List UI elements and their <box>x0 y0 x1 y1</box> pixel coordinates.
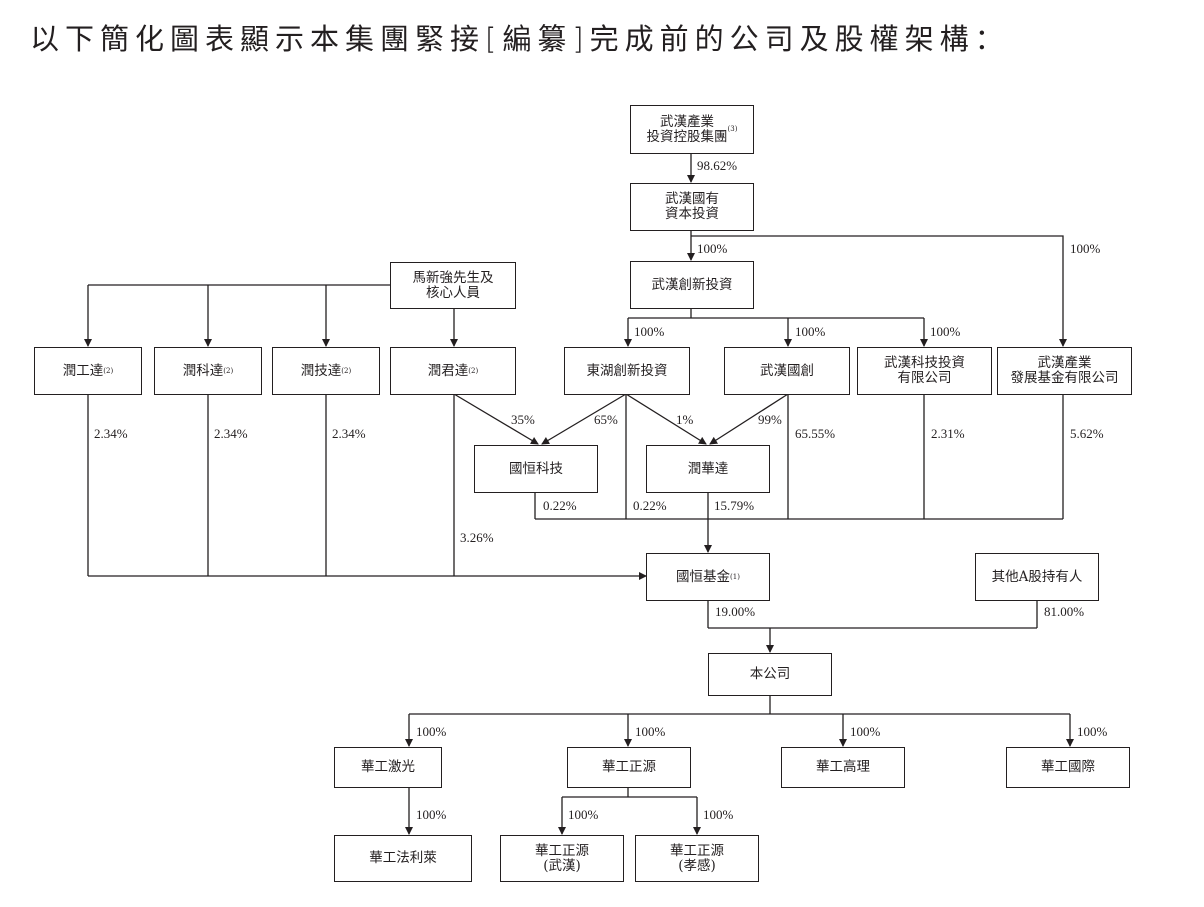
pct-company-zhengyuan: 100% <box>635 724 666 739</box>
edge-donghu-guohengtech <box>541 393 627 445</box>
pct-others-company: 81.00% <box>1044 604 1085 619</box>
pct-zhengyuan-xiaogan: 100% <box>703 807 734 822</box>
entity-label: 武漢國創 <box>760 362 814 379</box>
entity-company: 本公司 <box>708 653 832 696</box>
entity-wuhan-industry-fund: 武漢產業 發展基金有限公司 <box>997 347 1132 395</box>
entity-hg-zy-xiaogan: 華工正源 (孝感) <box>635 835 759 882</box>
pct-state-innovation: 100% <box>697 241 728 256</box>
pct-donghu-fund: 0.22% <box>633 498 667 513</box>
entity-hg-gaoli: 華工高理 <box>781 747 905 788</box>
pct-state-industryfund: 100% <box>1070 241 1101 256</box>
entity-runkeda: 潤科達(2) <box>154 347 262 395</box>
pct-fund-company: 19.00% <box>715 604 756 619</box>
entity-donghu-innovation: 東湖創新投資 <box>564 347 690 395</box>
pct-runjunda-fund: 3.26% <box>460 530 494 545</box>
entity-label: 武漢國有 資本投資 <box>665 191 719 222</box>
entity-hg-laser: 華工激光 <box>334 747 442 788</box>
pct-company-laser: 100% <box>416 724 447 739</box>
pct-company-international: 100% <box>1077 724 1108 739</box>
pct-donghu-guohengtech: 65% <box>594 412 618 427</box>
pct-innovation-guochuang: 100% <box>795 324 826 339</box>
pct-guochuang-runhuada: 99% <box>758 412 782 427</box>
entity-label: 華工正源 (孝感) <box>670 842 724 874</box>
entity-wuhan-innovation: 武漢創新投資 <box>630 261 754 309</box>
entity-rungongda: 潤工達(2) <box>34 347 142 395</box>
entity-label: 武漢科技投資 有限公司 <box>884 355 965 386</box>
entity-label: 其他A股持有人 <box>991 568 1083 585</box>
entity-label: 本公司 <box>749 666 791 682</box>
pct-industryfund-fund: 5.62% <box>1070 426 1104 441</box>
edge-runjunda-guohengtech <box>453 393 539 445</box>
entity-hg-farley: 華工法利萊 <box>334 835 472 882</box>
entity-label: 武漢創新投資 <box>651 276 733 293</box>
pct-company-gaoli: 100% <box>850 724 881 739</box>
entity-label: 潤技達 <box>300 362 342 379</box>
entity-runjunda: 潤君達(2) <box>390 347 516 395</box>
footnote-marker: (2) <box>468 366 479 375</box>
entity-label: 潤工達 <box>62 362 104 379</box>
entity-other-a-holders: 其他A股持有人 <box>975 553 1099 601</box>
edge-donghu-runhuada <box>625 393 707 445</box>
pct-runjunda-guohengtech: 35% <box>511 412 535 427</box>
pct-zhengyuan-wuhan: 100% <box>568 807 599 822</box>
entity-wuhan-industry-group: 武漢產業 投資控股集團(3) <box>630 105 754 154</box>
pct-runkeda-fund: 2.34% <box>214 426 248 441</box>
entity-label: 潤華達 <box>687 460 729 477</box>
pct-techinvest-fund: 2.31% <box>931 426 965 441</box>
pct-guochuang-fund: 65.55% <box>795 426 836 441</box>
pct-innovation-donghu: 100% <box>634 324 665 339</box>
footnote-marker: (1) <box>730 572 740 581</box>
entity-guoheng-tech: 國恒科技 <box>474 445 598 493</box>
entity-wuhan-state-capital: 武漢國有 資本投資 <box>630 183 754 231</box>
page-title: 以下簡化圖表顯示本集團緊接[編纂]完成前的公司及股權架構： <box>30 22 1010 56</box>
footnote-marker: (2) <box>223 366 234 375</box>
pct-runjida-fund: 2.34% <box>332 426 366 441</box>
entity-hg-zy-wuhan: 華工正源 (武漢) <box>500 835 624 882</box>
entity-label: 武漢產業 投資控股集團 <box>646 113 728 145</box>
entity-hg-international: 華工國際 <box>1006 747 1130 788</box>
footnote-marker: (2) <box>341 366 352 375</box>
entity-label: 華工法利萊 <box>369 850 437 866</box>
pct-laser-farley: 100% <box>416 807 447 822</box>
entity-hg-zhengyuan: 華工正源 <box>567 747 691 788</box>
entity-label: 國恒基金 <box>676 568 731 585</box>
entity-label: 潤科達 <box>182 362 224 379</box>
edge-guochuang-runhuada <box>709 393 789 445</box>
entity-label: 華工正源 (武漢) <box>535 842 589 874</box>
entity-runhuada: 潤華達 <box>646 445 770 493</box>
entity-label: 武漢產業 發展基金有限公司 <box>1010 355 1119 386</box>
pct-innovation-techinvest: 100% <box>930 324 961 339</box>
entity-guoheng-fund: 國恒基金(1) <box>646 553 770 601</box>
entity-label: 東湖創新投資 <box>586 362 668 379</box>
pct-group-state: 98.62% <box>697 158 738 173</box>
entity-label: 潤君達 <box>427 362 469 379</box>
entity-label: 馬新強先生及 核心人員 <box>412 269 494 301</box>
entity-label: 華工國際 <box>1041 759 1095 775</box>
pct-rungongda-fund: 2.34% <box>94 426 128 441</box>
entity-label: 華工激光 <box>361 759 415 775</box>
pct-donghu-runhuada: 1% <box>676 412 694 427</box>
entity-ma-xinqiang: 馬新強先生及 核心人員 <box>390 262 516 309</box>
footnote-marker: (2) <box>103 366 114 375</box>
footnote-marker: (3) <box>727 125 738 133</box>
pct-guohengtech-fund: 0.22% <box>543 498 577 513</box>
entity-label: 華工高理 <box>816 759 870 775</box>
entity-wuhan-guochuang: 武漢國創 <box>724 347 850 395</box>
entity-label: 國恒科技 <box>509 460 563 477</box>
edge-state-industryfund <box>691 235 1067 347</box>
entity-runjida: 潤技達(2) <box>272 347 380 395</box>
entity-label: 華工正源 <box>602 759 656 775</box>
entity-wuhan-tech-invest: 武漢科技投資 有限公司 <box>857 347 992 395</box>
pct-runhuada-fund: 15.79% <box>714 498 755 513</box>
